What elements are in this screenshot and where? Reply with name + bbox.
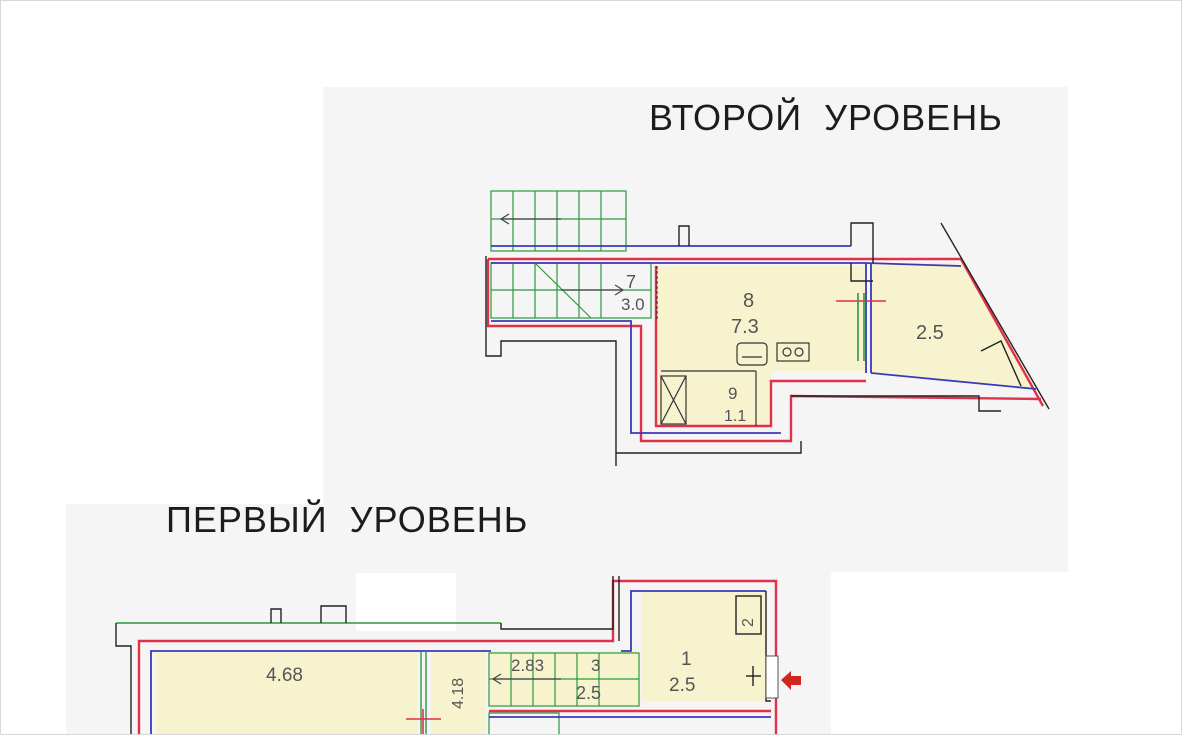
room-7-number: 7	[626, 272, 636, 292]
upper-outline	[485, 222, 1050, 466]
room-283-area: 2.83	[511, 656, 544, 675]
room-1-number: 1	[681, 649, 692, 670]
lower-red-walls	[137, 579, 778, 734]
room-9-number: 9	[728, 384, 737, 403]
lower-room-labels: 4.68 4.18 2.83 3 2.5 1 2.5 2	[266, 618, 757, 709]
room-2-number: 2	[740, 618, 757, 627]
room-9-area: 1.1	[724, 408, 746, 425]
lower-outline	[115, 576, 771, 734]
room-7-area: 3.0	[621, 295, 645, 314]
upper-level-plan: 7 3.0 8 7.3 9 1.1 2.5	[485, 190, 1050, 466]
lower-level-title: ПЕРВЫЙ УРОВЕНЬ	[166, 499, 529, 540]
lower-green-walls	[116, 622, 501, 734]
room-8-number: 8	[743, 290, 754, 312]
lower-door-mark	[406, 709, 441, 734]
lower-level-plan: 4.68 4.18 2.83 3 2.5 1 2.5 2	[115, 576, 801, 734]
balcony-area: 2.5	[916, 322, 944, 344]
upper-partitions	[656, 266, 810, 426]
room-main-area: 4.68	[266, 665, 303, 686]
entrance-door	[765, 655, 779, 699]
room-8-area: 7.3	[731, 316, 759, 338]
upper-blue-walls	[491, 245, 1037, 434]
room-3-number: 3	[591, 656, 600, 675]
upper-stair-arrows	[499, 213, 625, 296]
lower-stair-arrow	[491, 673, 561, 685]
room-418-area: 4.18	[450, 678, 467, 709]
room-balcony-floor	[871, 263, 1036, 389]
upper-door-opening	[836, 293, 886, 361]
room-main-floor	[156, 651, 418, 734]
upper-level-title: ВТОРОЙ УРОВЕНЬ	[649, 97, 1003, 138]
room-1-floor	[641, 591, 766, 701]
room-418-floor	[431, 651, 486, 734]
room-3-area: 2.5	[576, 683, 601, 703]
room-1-area: 2.5	[669, 675, 695, 696]
lower-blue-walls	[150, 590, 771, 734]
upper-room-labels: 7 3.0 8 7.3 9 1.1 2.5	[621, 272, 944, 425]
entrance-arrow-icon	[781, 671, 801, 690]
